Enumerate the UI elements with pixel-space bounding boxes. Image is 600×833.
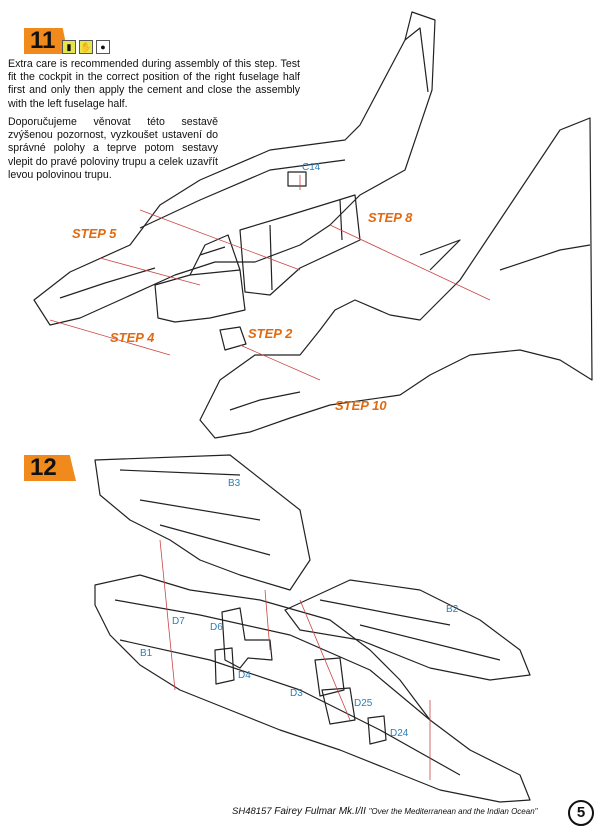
part-d6: [221, 607, 273, 669]
part-label-d24: D24: [390, 728, 409, 739]
part-d24: [367, 715, 387, 745]
drop-icon: ●: [96, 40, 110, 54]
part-label-d3: D3: [290, 688, 303, 699]
page-number: 5: [568, 800, 594, 826]
part-label-b2: B2: [446, 604, 459, 615]
small-part: [219, 326, 247, 351]
wing-upper-left: [94, 454, 311, 591]
footer: SH48157 Fairey Fulmar Mk.I/II "Over the …: [232, 806, 538, 817]
paint-hand-icon: ✋: [79, 40, 93, 54]
step-11-text-en: Extra care is recommended during assembl…: [8, 58, 300, 110]
part-label-d25: D25: [354, 698, 373, 709]
step-11-icons: ▮ ✋ ●: [62, 40, 110, 54]
part-label-c14: C14: [302, 162, 321, 173]
step-ref-10: STEP 10: [335, 398, 387, 413]
wing-lower: [94, 574, 531, 803]
part-d25: [321, 687, 356, 725]
part-label-d7: D7: [172, 616, 185, 627]
footer-subtitle: "Over the Mediterranean and the Indian O…: [368, 807, 538, 816]
part-d3: [314, 657, 345, 697]
right-fuselage-half: [199, 117, 593, 439]
left-fuselage-half: [33, 11, 436, 326]
step-11-badge: 11: [24, 28, 68, 54]
part-label-b3: B3: [228, 478, 241, 489]
cockpit-rear: [239, 194, 361, 296]
footer-title: Fairey Fulmar Mk.I/II: [274, 806, 366, 817]
wing-upper-right: [284, 579, 531, 681]
step-12-number: 12: [30, 454, 57, 481]
glue-icon: ▮: [62, 40, 76, 54]
step-ref-2: STEP 2: [248, 326, 293, 341]
step-12-badge: 12: [24, 455, 76, 481]
part-label-d4: D4: [238, 670, 251, 681]
part-label-b1: B1: [140, 648, 153, 659]
step-11-text-cz: Doporučujeme věnovat této sestavě zvýšen…: [8, 116, 218, 181]
part-label-d6: D6: [210, 622, 223, 633]
step-ref-8: STEP 8: [368, 210, 413, 225]
part-d4: [214, 647, 235, 685]
footer-code: SH48157: [232, 806, 272, 817]
step-ref-4: STEP 4: [110, 330, 155, 345]
cockpit-tub: [154, 269, 246, 323]
step-ref-5: STEP 5: [72, 226, 117, 241]
step-11-number: 11: [30, 27, 56, 54]
